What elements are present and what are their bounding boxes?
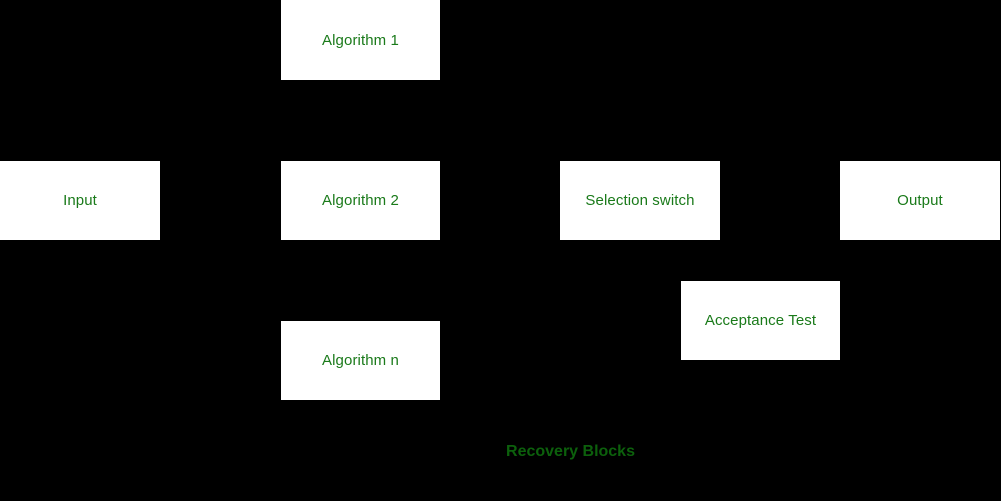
node-label-output: Output: [897, 192, 943, 209]
node-label-algorithm-n: Algorithm n: [322, 352, 399, 369]
node-selection-switch[interactable]: Selection switch: [560, 161, 720, 240]
node-algorithm-1[interactable]: Algorithm 1: [281, 0, 440, 80]
node-label-input: Input: [63, 192, 97, 209]
node-algorithm-2[interactable]: Algorithm 2: [281, 161, 440, 240]
diagram-caption: Recovery Blocks: [506, 443, 635, 460]
node-acceptance-test[interactable]: Acceptance Test: [681, 281, 840, 360]
node-algorithm-n[interactable]: Algorithm n: [281, 321, 440, 400]
node-label-algorithm-1: Algorithm 1: [322, 31, 399, 49]
node-input[interactable]: Input: [0, 161, 160, 240]
node-label-acceptance-test: Acceptance Test: [704, 312, 817, 329]
node-label-algorithm-2: Algorithm 2: [322, 192, 399, 209]
node-label-selection-switch: Selection switch: [585, 192, 695, 209]
node-output[interactable]: Output: [840, 161, 1000, 240]
